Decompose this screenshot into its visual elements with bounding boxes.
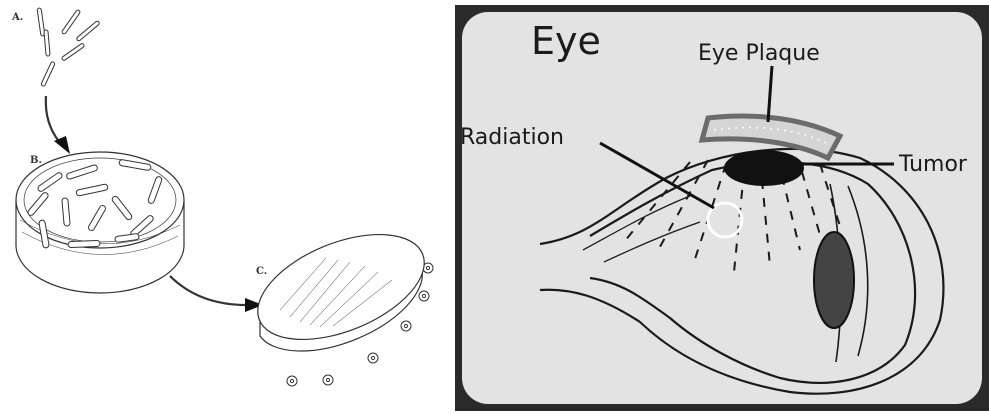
label-radiation: Radiation bbox=[460, 125, 564, 150]
label-eye-plaque: Eye Plaque bbox=[698, 41, 820, 66]
left-panel: A. B. bbox=[11, 8, 439, 386]
sealed-plaque bbox=[243, 213, 439, 386]
panel-title: Eye bbox=[531, 19, 601, 63]
arrow-a-to-b bbox=[46, 96, 62, 145]
iris bbox=[814, 232, 854, 328]
label-tumor: Tumor bbox=[898, 152, 968, 177]
step-b-label: B. bbox=[30, 155, 42, 166]
arrow-b-to-c bbox=[170, 276, 250, 305]
loose-seeds bbox=[37, 8, 100, 87]
step-c-label: C. bbox=[256, 266, 267, 277]
step-a-label: A. bbox=[11, 12, 23, 23]
tumor bbox=[724, 150, 804, 186]
plaque-with-seeds bbox=[16, 152, 184, 293]
right-panel: Eye bbox=[455, 5, 989, 411]
